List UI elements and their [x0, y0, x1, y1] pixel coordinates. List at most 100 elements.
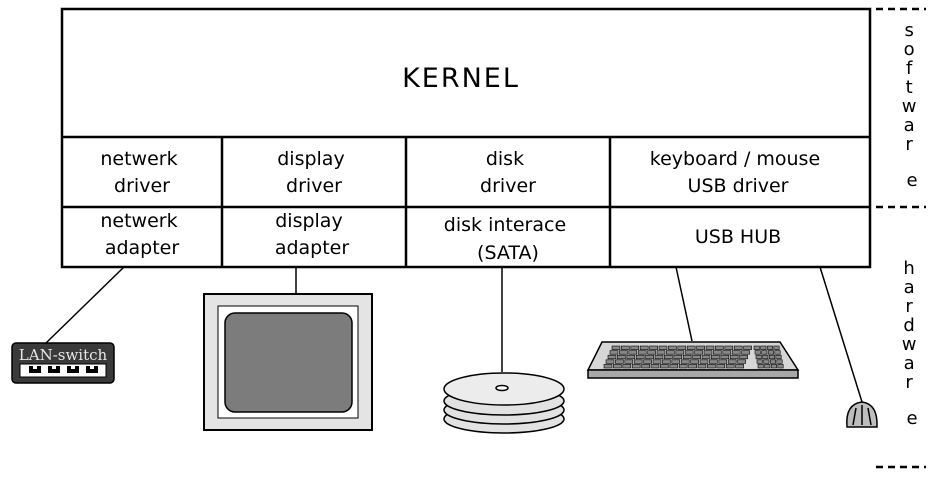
keyboard-key [741, 350, 750, 355]
keyboard-key [701, 354, 711, 360]
keyboard-key [729, 354, 739, 360]
keyboard-key [739, 354, 748, 360]
keyboard-numpad-key [763, 359, 770, 364]
software-label: s o f t w a r e [902, 20, 922, 191]
mouse-connector [819, 266, 863, 403]
keyboard-key [662, 359, 671, 364]
keyboard-icon [586, 341, 800, 379]
keyboard-key [718, 359, 728, 364]
usb-driver-label: keyboard / mouse USB driver [650, 148, 826, 197]
usb-hub-label: USB HUB [695, 226, 781, 248]
keyboard-numpad-key [757, 364, 764, 369]
keyboard-key [603, 364, 613, 369]
keyboard-key [743, 345, 752, 350]
keyboard-key [630, 345, 640, 350]
keyboard-key [605, 359, 615, 364]
keyboard-key [682, 354, 692, 360]
display-adapter-label: display adapter [275, 210, 350, 259]
keyboard-key [658, 345, 668, 350]
keyboard-key [650, 364, 660, 369]
keyboard-numpad-key [769, 359, 776, 364]
lan-switch-icon: LAN-switch [11, 342, 115, 384]
keyboard-numpad-key [754, 350, 761, 355]
keyboard-key [716, 364, 726, 369]
keyboard-key [626, 354, 636, 360]
keyboard-key [699, 359, 709, 364]
keyboard-key [641, 364, 650, 369]
keyboard-numpad-key [767, 350, 774, 355]
keyboard-key [684, 350, 694, 355]
keyboard-key [664, 354, 673, 360]
keyboard-key [722, 350, 732, 355]
keyboard-key [635, 354, 645, 360]
keyboard-numpad-key [764, 364, 771, 369]
keyboard-numpad-key [777, 364, 784, 369]
keyboard-key [696, 345, 705, 350]
keyboard-key [622, 364, 632, 369]
keyboard-key [688, 364, 697, 369]
keyboard-key [703, 350, 713, 355]
keyboard-key [678, 364, 688, 369]
keyboard-numpad-key [775, 354, 782, 360]
monitor-icon [203, 293, 373, 431]
keyboard-key [705, 345, 715, 350]
kernel-block [60, 7, 872, 269]
keyboard-key [643, 359, 652, 364]
keyboard-key [731, 350, 741, 355]
mouse-icon [846, 401, 878, 428]
keyboard-key [737, 359, 746, 364]
keyboard-key [645, 354, 654, 360]
keyboard-key [725, 364, 735, 369]
disk-icon [443, 372, 565, 434]
keyboard-key [733, 345, 743, 350]
keyboard-key [677, 345, 687, 350]
keyboard-key [649, 345, 658, 350]
keyboard-key [735, 364, 744, 369]
keyboard-numpad-key [766, 345, 773, 350]
disk-interface-label: disk interace (SATA) [444, 214, 572, 264]
keyboard-key [671, 359, 681, 364]
hardware-label: h a r d w a r e [902, 258, 922, 429]
keyboard-key [668, 345, 677, 350]
keyboard-key [694, 350, 703, 355]
keyboard-key [707, 364, 716, 369]
keyboard-key [686, 345, 696, 350]
keyboard-key [609, 350, 619, 355]
keyboard-key [660, 364, 669, 369]
keyboard-key [654, 354, 664, 360]
keyboard-key [615, 359, 624, 364]
keyboard-key [692, 354, 701, 360]
keyboard-key [621, 345, 630, 350]
keyboard-key [715, 345, 724, 350]
kernel-title: KERNEL [402, 63, 520, 94]
keyboard-key [652, 359, 662, 364]
disk-driver-label: disk driver [480, 148, 536, 197]
keyboard-numpad-key [776, 359, 783, 364]
keyboard-keys [603, 345, 784, 369]
keyboard-key [639, 345, 649, 350]
driver-row: netwerk driver display driver disk drive… [100, 148, 826, 197]
keyboard-key [666, 350, 675, 355]
keyboard-numpad-key [755, 354, 762, 360]
keyboard-key [690, 359, 699, 364]
lan-switch-label: LAN-switch [19, 346, 108, 364]
display-driver-label: display driver [277, 148, 351, 197]
keyboard-key [675, 350, 685, 355]
adapter-row: netwerk adapter display adapter disk int… [100, 210, 781, 264]
lan-connector [45, 266, 125, 344]
keyboard-numpad-key [770, 364, 777, 369]
keyboard-key [669, 364, 679, 369]
keyboard-numpad-key [768, 354, 775, 360]
network-driver-label: netwerk driver [100, 148, 183, 197]
keyboard-key [713, 350, 722, 355]
keyboard-key [628, 350, 638, 355]
keyboard-key [673, 354, 683, 360]
keyboard-numpad-key [773, 345, 780, 350]
layer-dividers [876, 7, 926, 469]
keyboard-key [720, 354, 730, 360]
keyboard-numpad-key [762, 354, 769, 360]
keyboard-key [727, 359, 737, 364]
keyboard-key [611, 345, 621, 350]
keyboard-key [656, 350, 666, 355]
